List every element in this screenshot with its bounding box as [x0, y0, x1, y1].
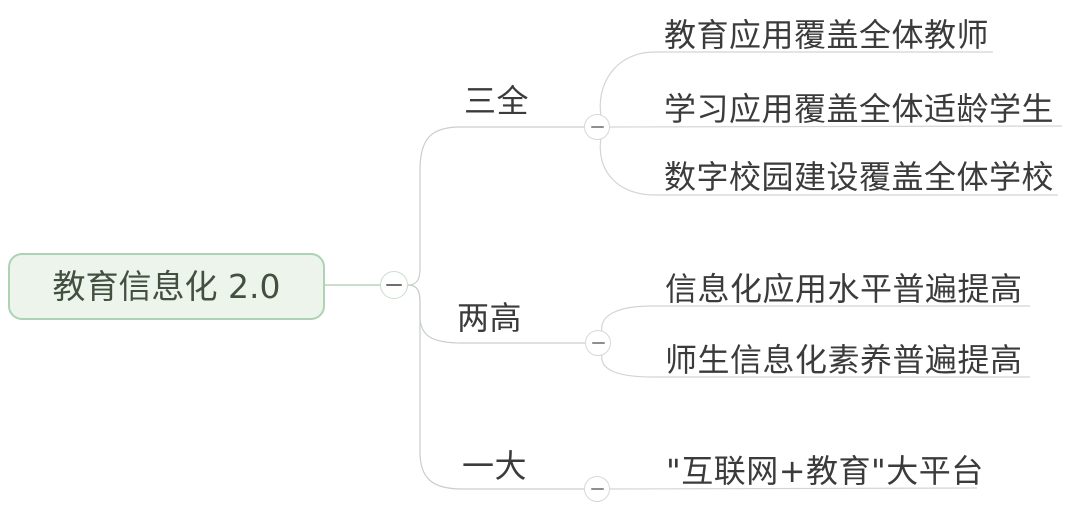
minus-icon: [386, 283, 402, 287]
child-node-application-level[interactable]: 信息化应用水平普遍提高: [665, 270, 1023, 308]
child-line-platform: [609, 487, 978, 490]
child-node-schools[interactable]: 数字校园建设覆盖全体学校: [664, 158, 1055, 196]
child-node-platform[interactable]: "互联网+教育"大平台: [666, 452, 984, 490]
minus-icon: [591, 342, 605, 344]
minus-icon: [590, 126, 604, 128]
child-line-schools: [599, 137, 1058, 196]
child-node-students[interactable]: 学习应用覆盖全体适龄学生: [664, 90, 1055, 128]
branch-line-yida: [407, 284, 584, 490]
child-line-teachers: [599, 51, 993, 117]
child-line-students: [609, 125, 1063, 128]
root-node[interactable]: 教育信息化 2.0: [8, 253, 325, 320]
child-node-teachers[interactable]: 教育应用覆盖全体教师: [664, 16, 990, 54]
child-line-application-level: [601, 305, 1030, 333]
child-node-literacy[interactable]: 师生信息化素养普遍提高: [665, 341, 1023, 379]
branch-node-yida[interactable]: 一大: [462, 447, 528, 485]
root-node-label: 教育信息化 2.0: [52, 267, 281, 306]
branch-node-sanquan[interactable]: 三全: [464, 82, 530, 120]
yida-collapse-button[interactable]: [584, 476, 610, 502]
sanquan-collapse-button[interactable]: [584, 114, 610, 140]
branch-line-sanquan: [407, 126, 584, 286]
branch-node-lianggao[interactable]: 两高: [457, 299, 523, 337]
child-line-literacy: [601, 353, 1030, 378]
minus-icon: [590, 488, 604, 490]
root-collapse-button[interactable]: [380, 271, 408, 299]
lianggao-collapse-button[interactable]: [585, 330, 611, 356]
